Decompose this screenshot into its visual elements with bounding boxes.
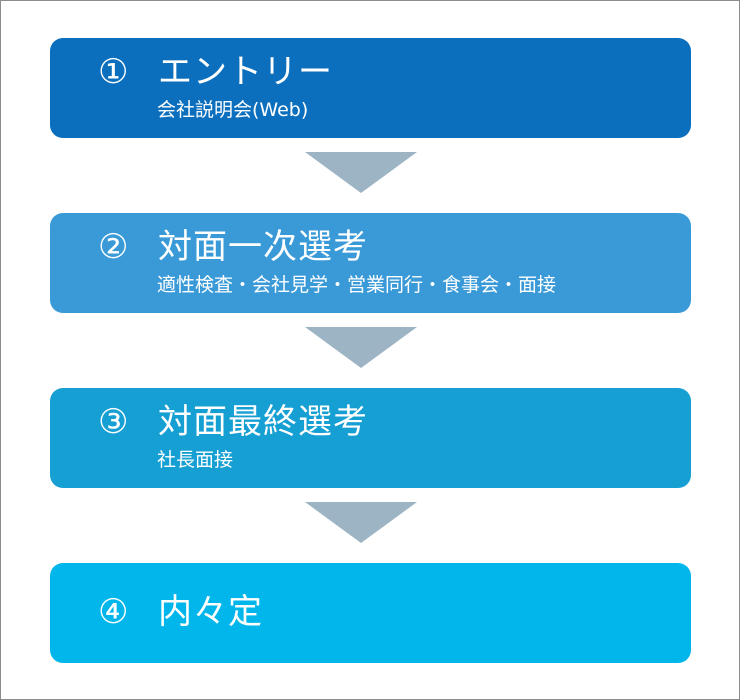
step-final-interview-label: 対面最終選考 (158, 402, 368, 442)
step-final-interview-subtitle: 社長面接 (157, 449, 234, 471)
step-first-interview-box: ② 対面一次選考 適性検査・会社見学・営業同行・食事会・面接 (50, 213, 691, 313)
step-first-interview-title: ② 対面一次選考 (98, 227, 368, 267)
step-entry-title: ① エントリー (98, 52, 333, 92)
step-entry-box: ① エントリー 会社説明会(Web) (50, 38, 691, 138)
step-informal-offer-box: ④ 内々定 (50, 563, 691, 663)
step-entry-label: エントリー (158, 52, 333, 92)
down-arrow-3 (305, 502, 417, 543)
step-informal-offer-title: ④ 内々定 (98, 592, 263, 632)
step-first-interview-subtitle: 適性検査・会社見学・営業同行・食事会・面接 (157, 274, 557, 296)
step-entry-subtitle: 会社説明会(Web) (157, 99, 309, 121)
step-informal-offer-number: ④ (98, 592, 130, 632)
step-first-interview-label: 対面一次選考 (158, 227, 368, 267)
step-final-interview-box: ③ 対面最終選考 社長面接 (50, 388, 691, 488)
down-arrow-1 (305, 152, 417, 193)
step-entry-number: ① (98, 52, 130, 92)
step-first-interview-number: ② (98, 227, 130, 267)
step-informal-offer-label: 内々定 (158, 592, 263, 632)
step-final-interview-title: ③ 対面最終選考 (98, 402, 368, 442)
down-arrow-2 (305, 327, 417, 368)
step-final-interview-number: ③ (98, 402, 130, 442)
